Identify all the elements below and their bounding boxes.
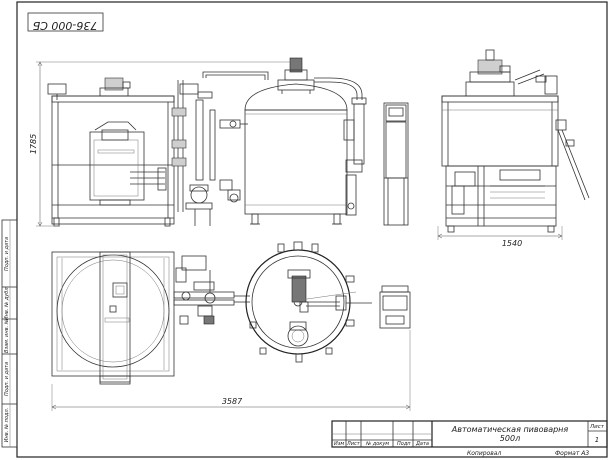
height-value: 1785 <box>29 134 38 154</box>
drawing-subtitle: 500л <box>500 434 520 443</box>
rev-header-doc: № докум <box>365 441 389 447</box>
rev-header-date: Дата <box>415 441 429 447</box>
top-view <box>51 241 411 385</box>
title-block: Изм Лист № докум Подп Дата Автоматическа… <box>331 420 608 448</box>
length-dimension: 3587 <box>51 330 411 411</box>
sheet-number: 1 <box>595 436 599 444</box>
stamp-original-inv: Инв. № подл. <box>4 408 10 443</box>
drawing-code: 736-000 СБ <box>33 19 98 32</box>
side-stamp: Подп. и дата Инв. № дубл. Взам. инв. № П… <box>1 219 18 448</box>
copied-label: Копировал <box>467 450 501 457</box>
height-dimension: 1785 <box>29 61 300 227</box>
rev-header-change: Изм <box>334 441 344 447</box>
drawing-title: Автоматическая пивоварня <box>451 425 569 434</box>
drawing-code-box <box>27 12 104 32</box>
front-view <box>47 57 409 227</box>
rev-header-sign: Подп <box>397 441 411 447</box>
stamp-signature-date-1: Подп. и дата <box>4 237 10 271</box>
format-label: Формат А3 <box>555 450 589 457</box>
depth-value: 1540 <box>502 239 522 248</box>
depth-dimension: 1540 <box>437 226 563 248</box>
stamp-signature-date-2: Подп. и дата <box>4 362 10 396</box>
length-value: 3587 <box>222 397 243 406</box>
stamp-duplicate-inv: Инв. № дубл. <box>4 286 10 320</box>
sheet-frame <box>16 1 608 458</box>
rev-header-sheet: Лист <box>346 441 361 447</box>
sheet-label: Лист <box>589 424 605 430</box>
side-view <box>441 49 590 233</box>
stamp-replace-inv: Взам. инв. № <box>4 319 10 353</box>
